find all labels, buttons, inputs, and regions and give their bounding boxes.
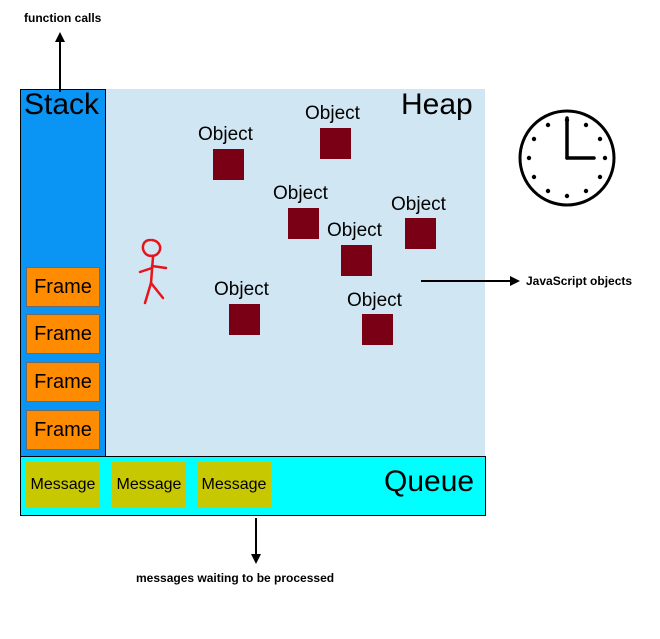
- heap-object: [320, 128, 351, 159]
- stack-frame: Frame: [26, 410, 100, 450]
- heap-object-label: Object: [214, 279, 269, 300]
- heap-object: [405, 218, 436, 249]
- heap-object-label: Object: [273, 183, 328, 204]
- heap-object: [288, 208, 319, 239]
- heap-object-label: Object: [327, 220, 382, 241]
- heap-region: [106, 89, 485, 457]
- heap-object-label: Object: [305, 103, 360, 124]
- stack-title: Stack: [24, 88, 100, 121]
- heap-object: [362, 314, 393, 345]
- javascript-objects-annotation: JavaScript objects: [526, 274, 633, 288]
- stack-frame: Frame: [26, 267, 100, 307]
- queue-message: Message: [26, 462, 100, 508]
- heap-object-label: Object: [198, 124, 253, 145]
- stack-frame: Frame: [26, 362, 100, 402]
- heap-object-label: Object: [347, 290, 402, 311]
- heap-object: [341, 245, 372, 276]
- queue-message: Message: [197, 462, 271, 508]
- clock-icon: [518, 109, 616, 207]
- messages-waiting-annotation: messages waiting to be processed: [136, 571, 335, 585]
- heap-object: [229, 304, 260, 335]
- queue-message: Message: [112, 462, 186, 508]
- heap-object-label: Object: [391, 194, 446, 215]
- queue-title: Queue: [384, 465, 475, 498]
- function-calls-annotation: function calls: [24, 11, 102, 25]
- heap-title: Heap: [401, 88, 473, 121]
- stack-frame: Frame: [26, 314, 100, 354]
- stick-figure-icon: [138, 238, 168, 305]
- heap-object: [213, 149, 244, 180]
